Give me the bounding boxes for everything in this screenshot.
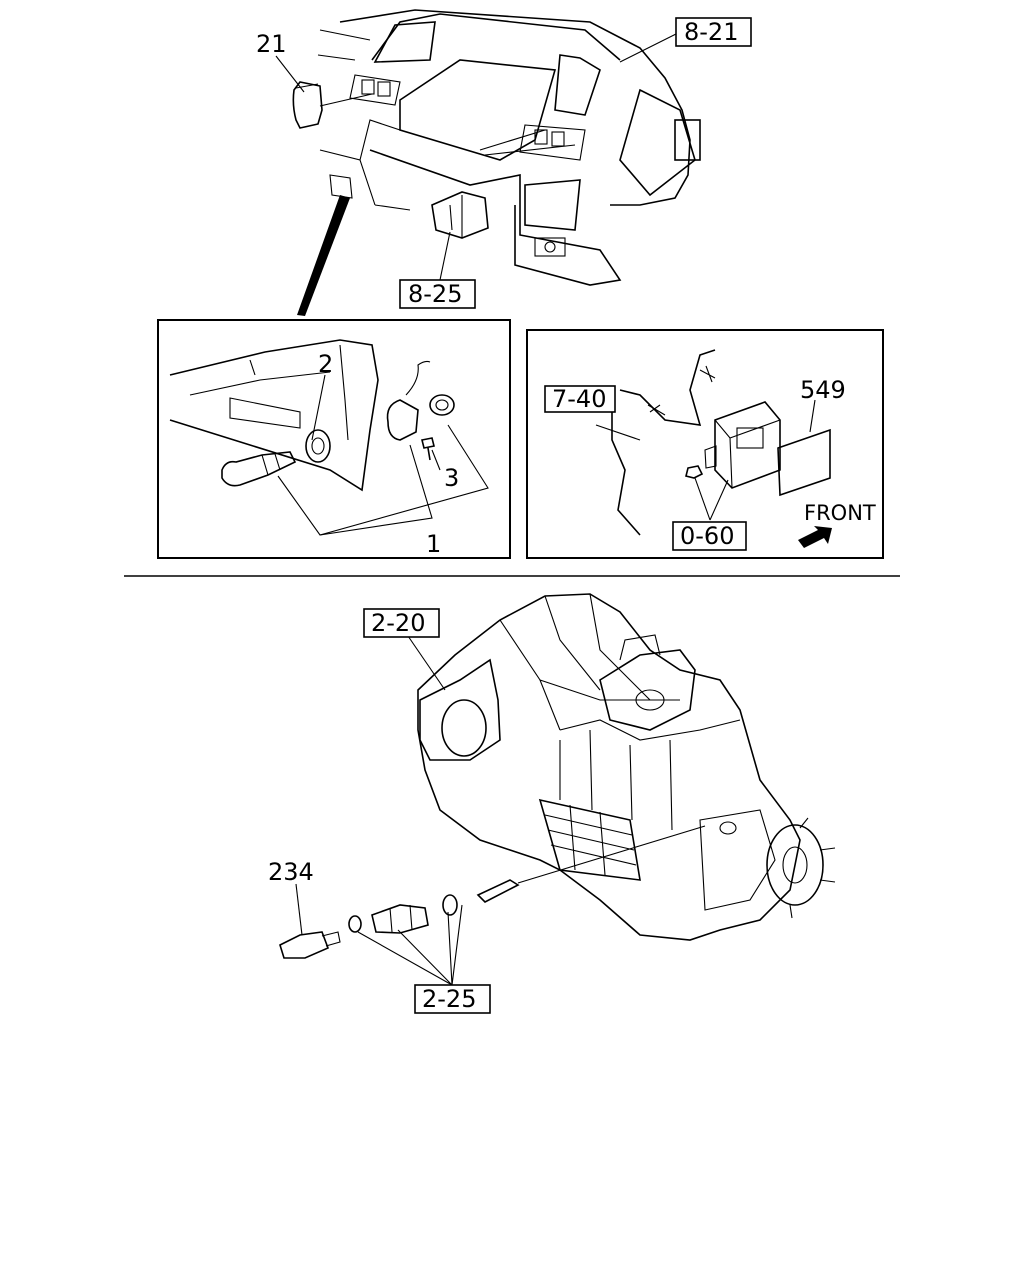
controller-detail-drawing — [611, 349, 832, 548]
transmission-drawing — [417, 593, 836, 941]
front-direction-label: FRONT — [804, 501, 876, 525]
part-21-label: 21 — [256, 30, 287, 58]
dashboard-drawing — [292, 9, 701, 316]
ref-2-25-tag: 2-25 — [414, 984, 491, 1014]
ref-2-25-label: 2-25 — [422, 985, 476, 1013]
switch-detail-box — [157, 319, 511, 559]
ref-7-40-label: 7-40 — [552, 385, 606, 413]
controller-detail-box — [526, 329, 884, 559]
ref-2-20-tag: 2-20 — [363, 608, 440, 638]
part-2-label: 2 — [318, 350, 333, 378]
switch-detail-drawing — [169, 339, 455, 492]
ref-8-25-tag: 8-25 — [399, 279, 476, 309]
ref-2-20-label: 2-20 — [371, 609, 425, 637]
ref-7-40-tag: 7-40 — [544, 385, 616, 413]
ref-0-60-tag: 0-60 — [672, 521, 747, 551]
ref-8-21-label: 8-21 — [684, 18, 738, 46]
ref-8-21-tag: 8-21 — [675, 17, 752, 47]
ref-0-60-label: 0-60 — [680, 522, 734, 550]
part-3-label: 3 — [444, 464, 459, 492]
speed-sensor-parts-drawing — [279, 894, 458, 959]
part-1-label: 1 — [426, 530, 441, 558]
part-549-label: 549 — [800, 376, 846, 404]
part-234-label: 234 — [268, 858, 314, 886]
ref-8-25-label: 8-25 — [408, 280, 462, 308]
